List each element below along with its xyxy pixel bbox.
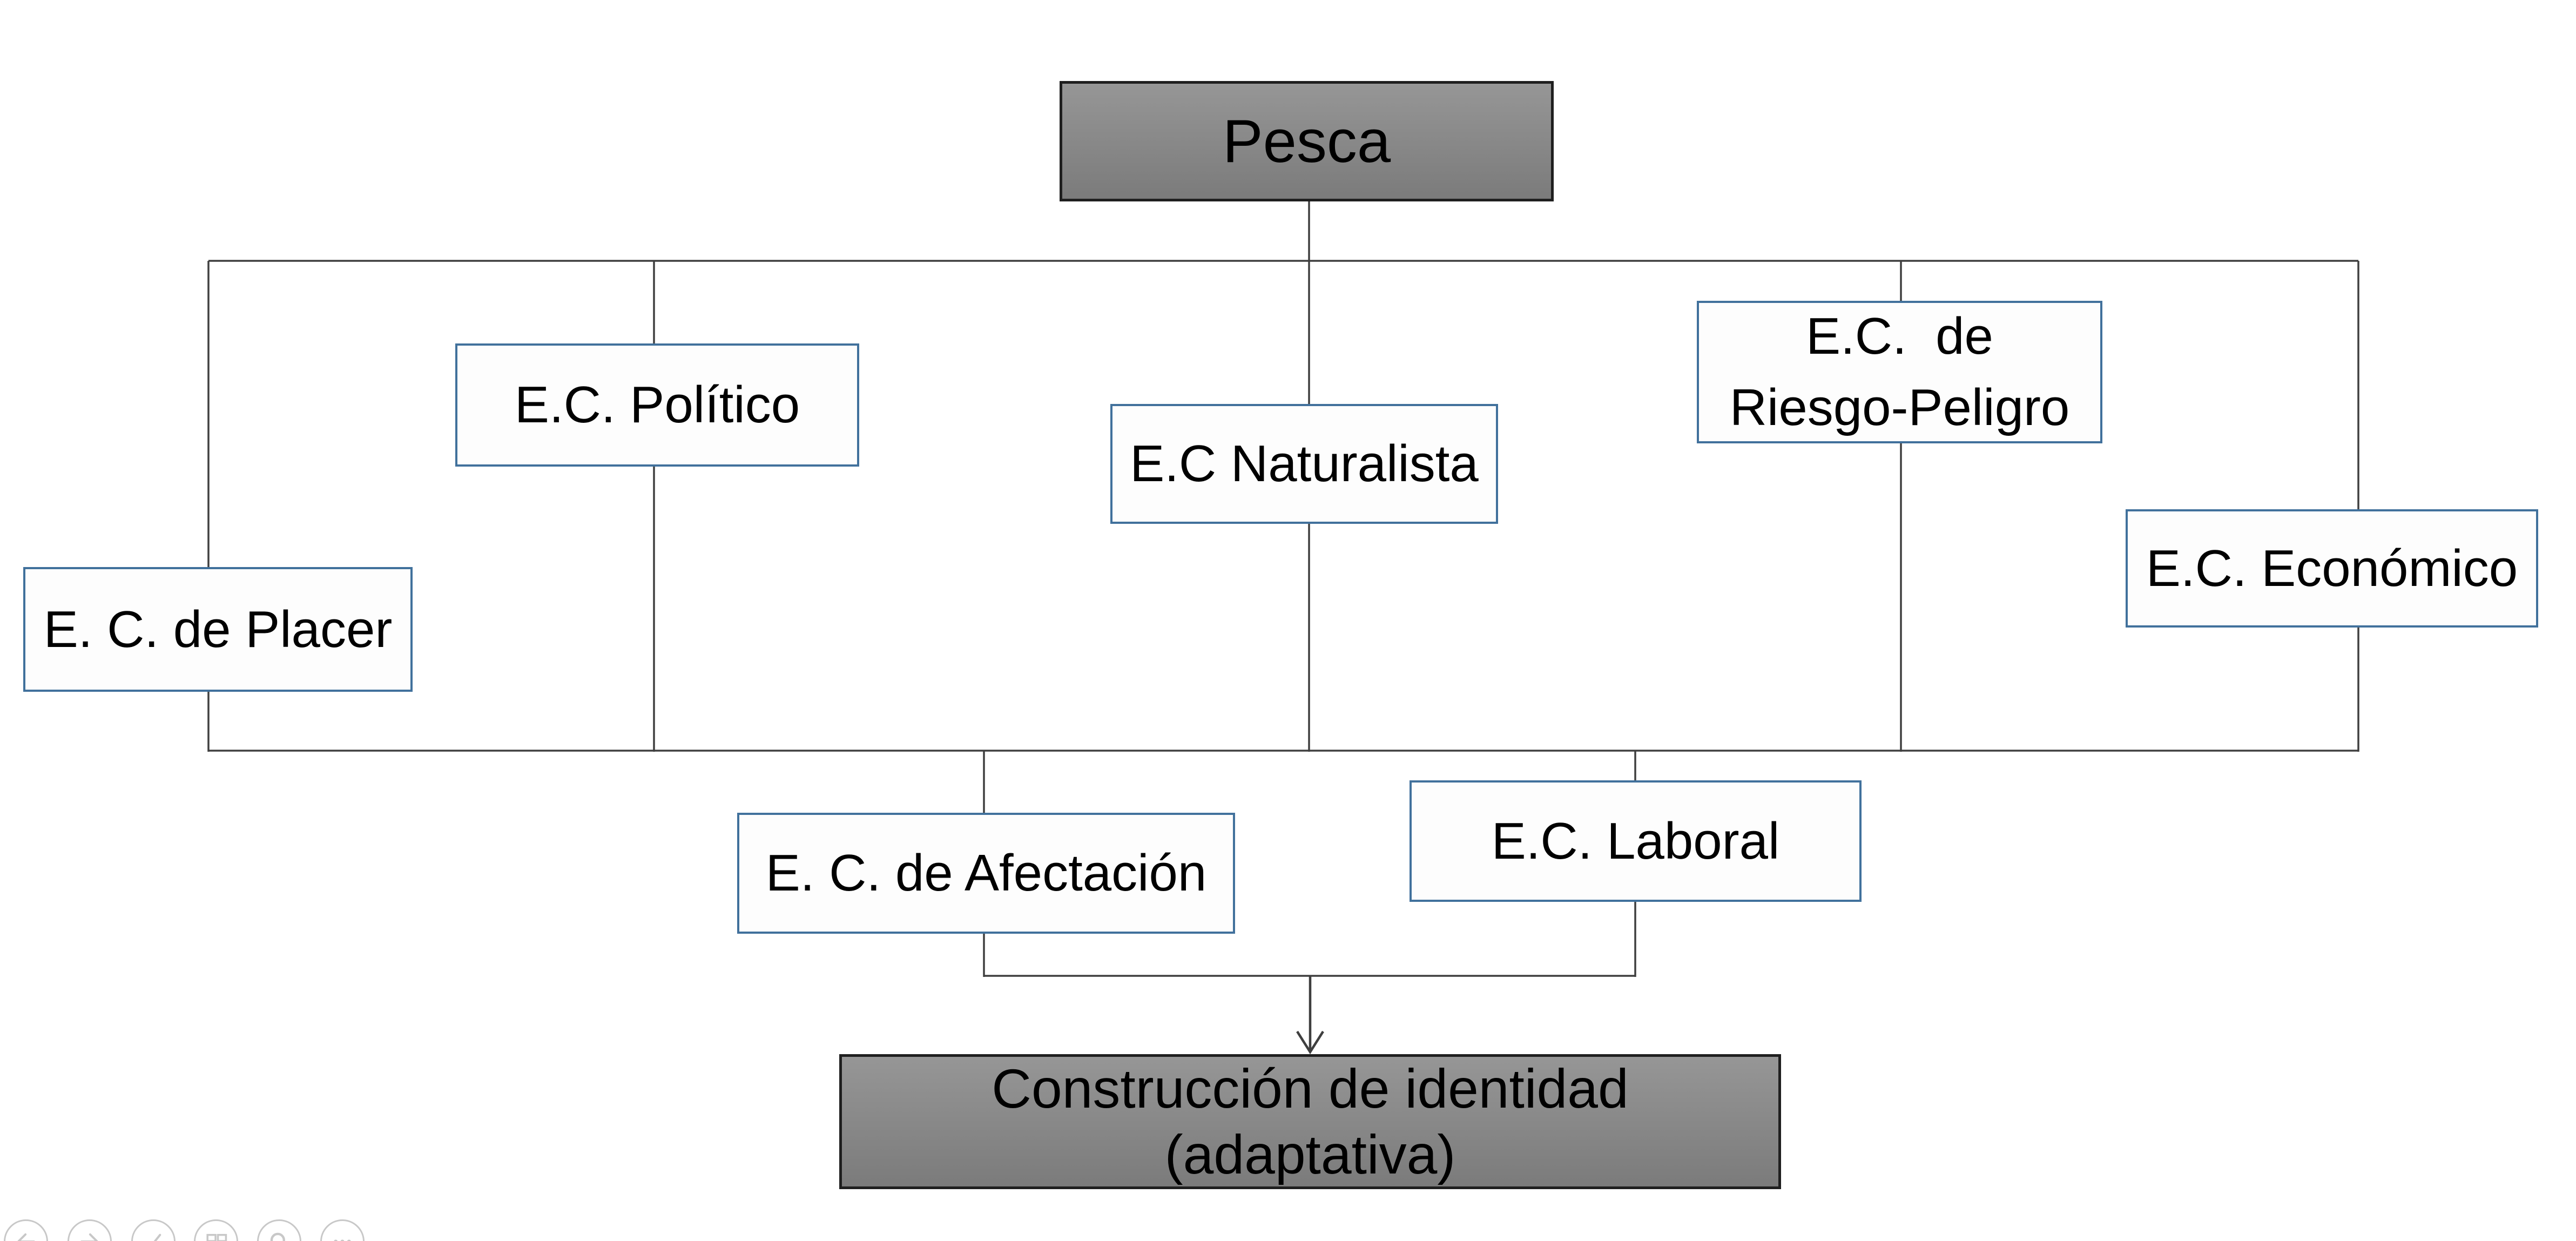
category-node-label: E.C. Laboral [1491,812,1780,870]
category-node-label-line1: E.C. de [1806,307,1993,365]
category-node-label-line2: Riesgo-Peligro [1729,379,2070,436]
previous-slide-icon [17,1233,35,1241]
next-slide-icon [80,1233,98,1241]
category-node-laboral: E.C. Laboral [1410,780,1862,902]
category-node-politico: E.C. Político [455,343,859,467]
zoom-button[interactable] [257,1219,301,1241]
root-node-label: Pesca [1222,107,1391,175]
outcome-arrow-head [1296,1030,1324,1055]
category-node-afectacion: E. C. de Afectación [737,813,1235,934]
outcome-node-construccion-identidad: Construcción de identidad (adaptativa) [839,1054,1781,1189]
more-options-button[interactable] [320,1219,365,1241]
zoom-icon [270,1232,285,1241]
previous-slide-button[interactable] [4,1219,48,1241]
category-node-placer: E. C. de Placer [23,567,413,692]
category-node-label: E.C. Político [514,376,800,434]
category-node-label: E.C. Económico [2146,539,2518,597]
pen-icon [153,1233,161,1241]
see-all-slides-button[interactable] [194,1219,238,1241]
category-node-label: E. C. de Placer [43,600,393,658]
outcome-node-label-line1: Construcción de identidad [992,1057,1629,1119]
category-node-naturalista: E.C Naturalista [1110,404,1498,524]
pen-annotate-button[interactable] [131,1219,176,1241]
category-node-economico: E.C. Económico [2126,509,2538,628]
next-slide-button[interactable] [68,1219,112,1241]
category-node-label: E.C Naturalista [1130,435,1479,493]
category-node-riesgo-peligro: E.C. de Riesgo-Peligro [1697,301,2102,443]
root-node-pesca: Pesca [1060,81,1554,201]
see-all-slides-icon [206,1233,227,1241]
category-node-label: E. C. de Afectación [765,844,1207,902]
outcome-node-label-line2: (adaptativa) [1164,1124,1456,1185]
more-options-icon [334,1239,351,1241]
